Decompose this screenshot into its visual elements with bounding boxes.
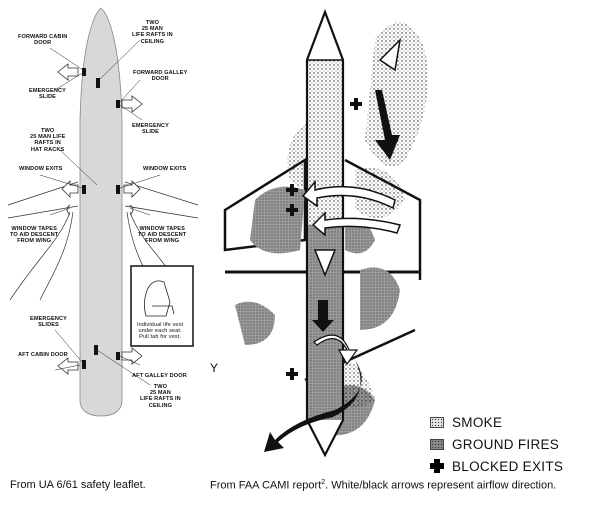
aft-cabin-door-marker [82,360,86,369]
airflow-arrow-black-down [312,300,334,332]
airflow-arrow-white-top [378,37,402,72]
blocked-exit-1 [350,98,362,110]
leader-lines [39,39,161,386]
exit-arrows [57,63,143,375]
caption-left: From UA 6/61 safety leaflet. [10,479,146,491]
legend-item-smoke: SMOKE [430,413,502,431]
exit-arrow-window-right [123,180,141,198]
exit-arrow-aft-left [57,357,79,375]
ground-fire-left-wing [250,186,305,254]
exit-arrow-aft-right [121,347,143,365]
legend-label-blocked-exits: BLOCKED EXITS [452,458,564,474]
window-exit-left-marker [82,185,86,194]
aft-galley-door-marker [116,352,120,360]
label-aft-cabin-door: AFT CABIN DOOR [18,352,68,358]
airflow-arrow-black-tail [264,360,362,452]
label-window-exits-right: WINDOW EXITS [143,166,187,172]
left-wing-trailing-edge [7,205,79,219]
leaflet-svg [7,7,199,417]
right-hook [129,204,134,216]
aft-raft-marker [94,345,98,355]
caption-right: From FAA CAMI report2. White/black arrow… [210,479,557,492]
cami-airflow-diagram: Y [205,0,607,470]
legend-item-blocked-exits: BLOCKED EXITS [430,457,563,475]
legend-swatch-smoke [430,416,444,428]
edge-letter-y: Y [210,361,218,375]
ground-fire-right [360,267,400,330]
cami-svg: Y [210,8,428,458]
airflow-arrow-black-forward [375,90,400,160]
exit-arrow-forward-right [121,95,143,113]
left-rope-line-2 [39,211,74,301]
seat-icon [144,280,171,317]
legend-item-ground-fires: GROUND FIRES [430,435,559,453]
label-window-exits-left: WINDOW EXITS [19,166,63,172]
exit-arrow-window-left [61,180,79,198]
ground-fire-left-aft [235,301,275,345]
blocked-exit-cross-icon [430,459,444,473]
blocked-exit-2 [286,184,298,196]
right-wing-trailing-edge [124,205,199,219]
fuselage-silhouette [79,7,123,417]
forward-raft-marker [96,78,100,88]
window-exit-right-marker [116,185,120,194]
airflow-arrow-white-mid [301,179,396,210]
airflow-arrow-white-down [313,249,337,278]
blocked-exit-markers [286,98,362,380]
legend-label-smoke: SMOKE [452,414,503,430]
left-wing-outline [223,157,307,252]
blocked-exit-4 [286,368,298,380]
label-aft-galley-door: AFT GALLEY DOOR [132,373,187,379]
blocked-exit-3 [286,204,298,216]
airflow-arrow-white-mid-2 [311,211,401,237]
exit-arrow-forward-left [57,63,79,81]
left-hook [66,204,71,216]
left-rope-line [9,211,71,301]
legend-label-ground-fires: GROUND FIRES [452,436,560,452]
airflow-arrow-white-tail [313,334,359,366]
forward-galley-door-marker [116,100,120,108]
legend-swatch-ground-fires [430,438,444,450]
